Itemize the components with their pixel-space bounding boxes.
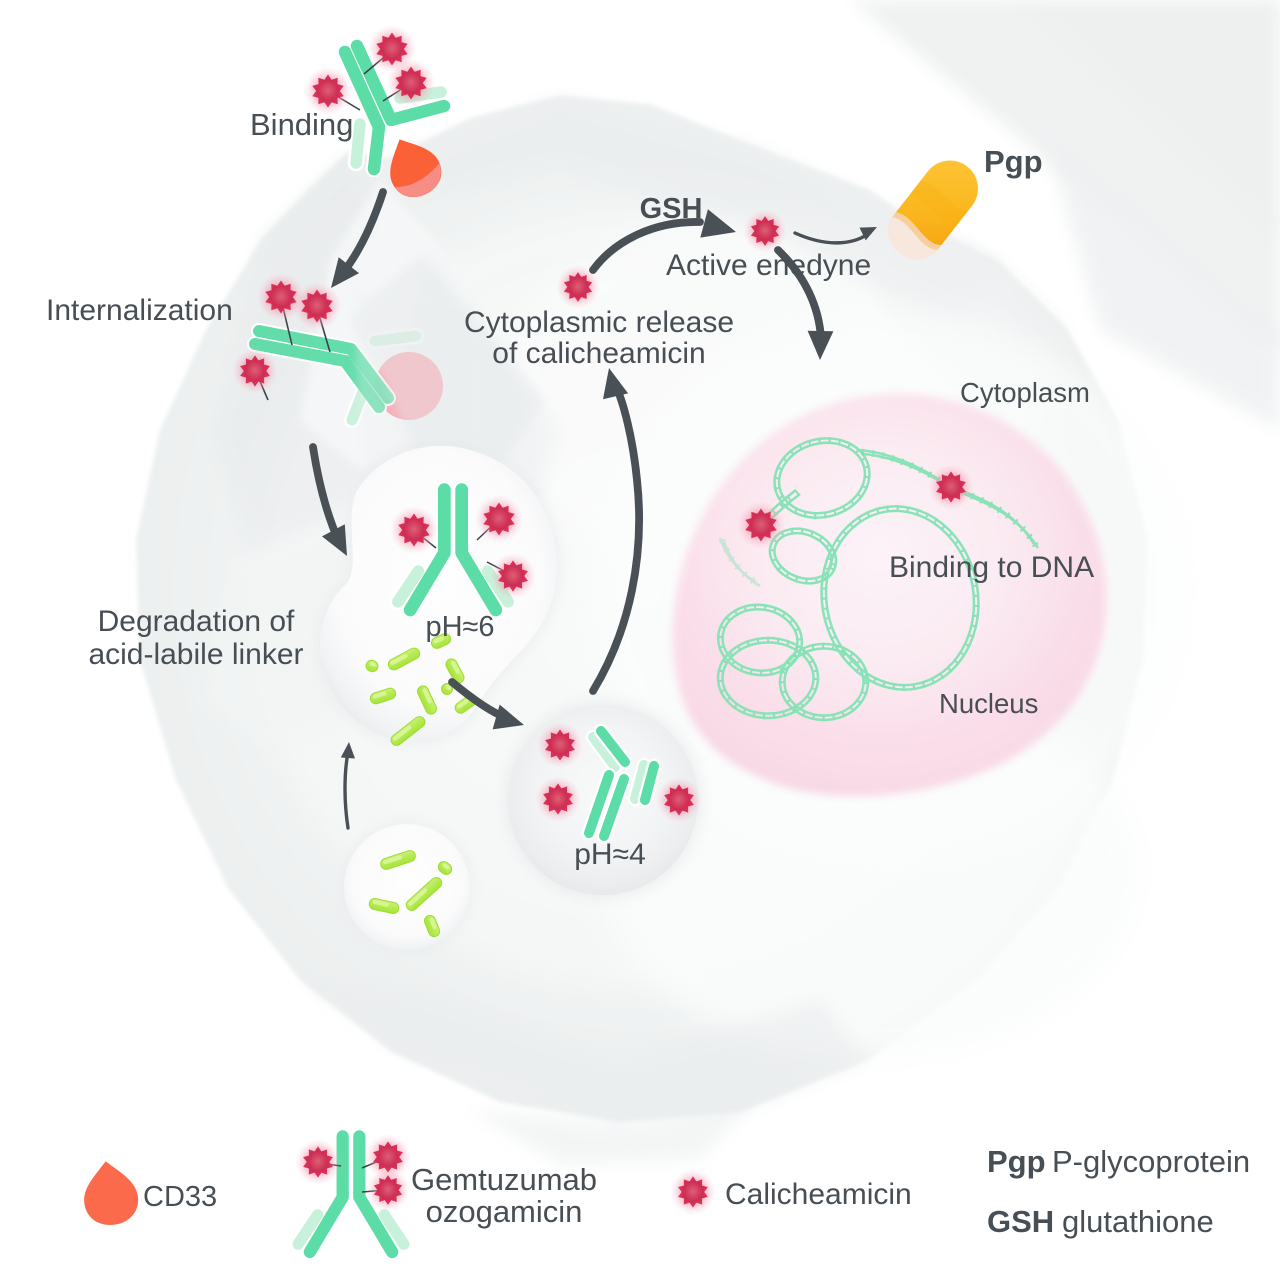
svg-text:Pgp: Pgp: [984, 144, 1043, 179]
svg-text:Pgp: Pgp: [987, 1144, 1046, 1179]
svg-text:Calicheamicin: Calicheamicin: [725, 1178, 912, 1211]
svg-text:Cytoplasmic release: Cytoplasmic release: [464, 306, 734, 339]
svg-text:Active enedyne: Active enedyne: [666, 249, 871, 282]
svg-text:Cytoplasm: Cytoplasm: [960, 377, 1090, 408]
svg-text:CD33: CD33: [143, 1181, 217, 1213]
svg-text:pH≈6: pH≈6: [425, 611, 494, 643]
svg-text:pH≈4: pH≈4: [574, 838, 646, 871]
svg-text:ozogamicin: ozogamicin: [426, 1194, 583, 1229]
svg-text:GSH: GSH: [640, 193, 703, 225]
svg-text:Internalization: Internalization: [46, 294, 233, 327]
svg-text:Binding: Binding: [250, 107, 353, 142]
svg-text:Binding to DNA: Binding to DNA: [889, 551, 1094, 584]
svg-text:Gemtuzumab: Gemtuzumab: [411, 1162, 597, 1197]
svg-text:P-glycoprotein: P-glycoprotein: [1052, 1144, 1250, 1179]
svg-text:Nucleus: Nucleus: [939, 688, 1038, 719]
svg-text:glutathione: glutathione: [1062, 1204, 1214, 1239]
svg-text:acid-labile linker: acid-labile linker: [88, 638, 303, 671]
svg-text:GSH: GSH: [987, 1204, 1054, 1239]
svg-text:Degradation of: Degradation of: [98, 605, 295, 638]
svg-text:of calicheamicin: of calicheamicin: [492, 337, 705, 370]
